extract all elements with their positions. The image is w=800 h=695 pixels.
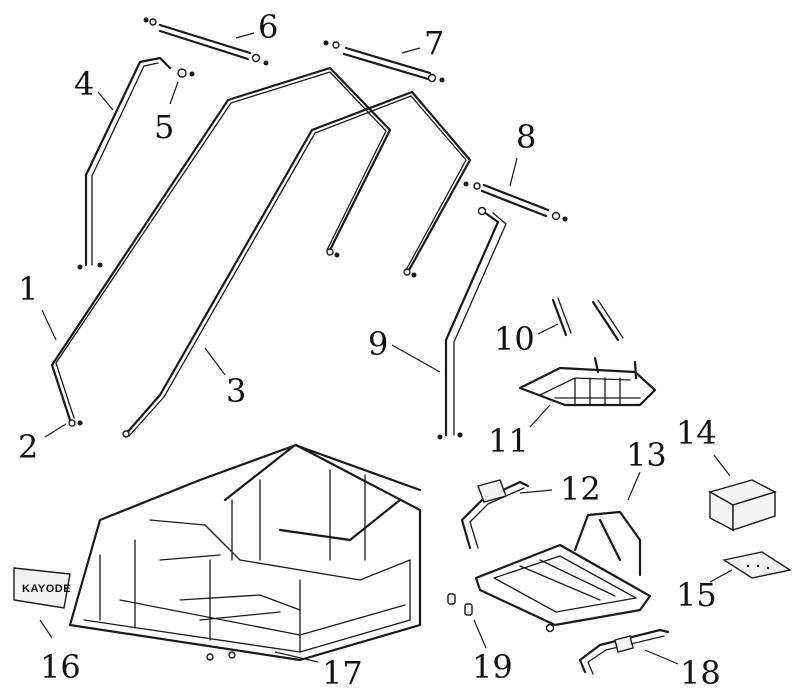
leader-14 xyxy=(713,454,731,477)
callout-17: 17 xyxy=(322,654,363,692)
leader-19 xyxy=(473,619,487,649)
part-6-cross-tube xyxy=(143,17,269,66)
part-1-front-roll-bar xyxy=(50,66,392,427)
part-4-side-bar xyxy=(77,56,172,270)
part-5-bushing xyxy=(177,68,195,78)
callout-2: 2 xyxy=(18,428,38,466)
part-3-rear-roll-bar xyxy=(122,90,472,438)
leader-10 xyxy=(537,323,559,335)
callout-19: 19 xyxy=(472,648,513,686)
callout-14: 14 xyxy=(676,414,717,452)
logo-plate-text: KAYODE xyxy=(22,583,71,595)
leader-8 xyxy=(509,157,518,187)
callout-16: 16 xyxy=(40,648,81,686)
leader-7 xyxy=(401,47,421,54)
part-12-bracket xyxy=(460,479,530,550)
leader-18 xyxy=(644,649,679,665)
leader-1 xyxy=(41,309,57,341)
callout-9: 9 xyxy=(368,325,388,363)
callout-labels: 1 2 3 4 5 6 7 8 9 10 11 12 13 14 15 16 1… xyxy=(18,8,721,692)
callout-12: 12 xyxy=(560,470,601,508)
callout-8: 8 xyxy=(516,118,536,156)
leader-3 xyxy=(204,347,226,376)
leader-11 xyxy=(529,404,551,428)
leader-lines xyxy=(39,32,733,665)
part-16-logo-plate: KAYODE xyxy=(13,567,71,609)
leader-2 xyxy=(44,423,67,438)
leader-15 xyxy=(709,569,733,583)
leader-6 xyxy=(235,32,255,39)
part-15-plate xyxy=(722,551,792,579)
callout-5: 5 xyxy=(154,108,174,146)
callout-15: 15 xyxy=(676,576,717,614)
leader-12 xyxy=(519,489,553,494)
part-8-cross-tube xyxy=(463,181,568,222)
part-11-basket xyxy=(518,356,657,407)
callout-13: 13 xyxy=(626,436,667,474)
callout-4: 4 xyxy=(74,65,94,103)
callout-1: 1 xyxy=(18,270,38,308)
part-18-bracket xyxy=(578,628,670,675)
part-17-chassis xyxy=(68,443,422,662)
callout-10: 10 xyxy=(494,320,535,358)
part-19-bushings xyxy=(447,593,473,616)
part-10-links xyxy=(551,297,624,342)
leader-4 xyxy=(97,91,114,111)
part-7-cross-tube xyxy=(323,40,445,83)
part-9-vertical-bar xyxy=(437,206,507,440)
callout-6: 6 xyxy=(258,8,278,46)
callout-18: 18 xyxy=(680,654,721,692)
leader-13 xyxy=(627,471,641,501)
part-14-box xyxy=(708,479,777,532)
leader-17 xyxy=(274,651,319,663)
callout-7: 7 xyxy=(424,24,444,62)
callout-11: 11 xyxy=(488,422,529,460)
leader-16 xyxy=(39,619,53,639)
part-13-seat-frame xyxy=(474,510,652,633)
leader-9 xyxy=(391,344,441,373)
leader-5 xyxy=(169,81,179,105)
callout-3: 3 xyxy=(226,372,246,410)
